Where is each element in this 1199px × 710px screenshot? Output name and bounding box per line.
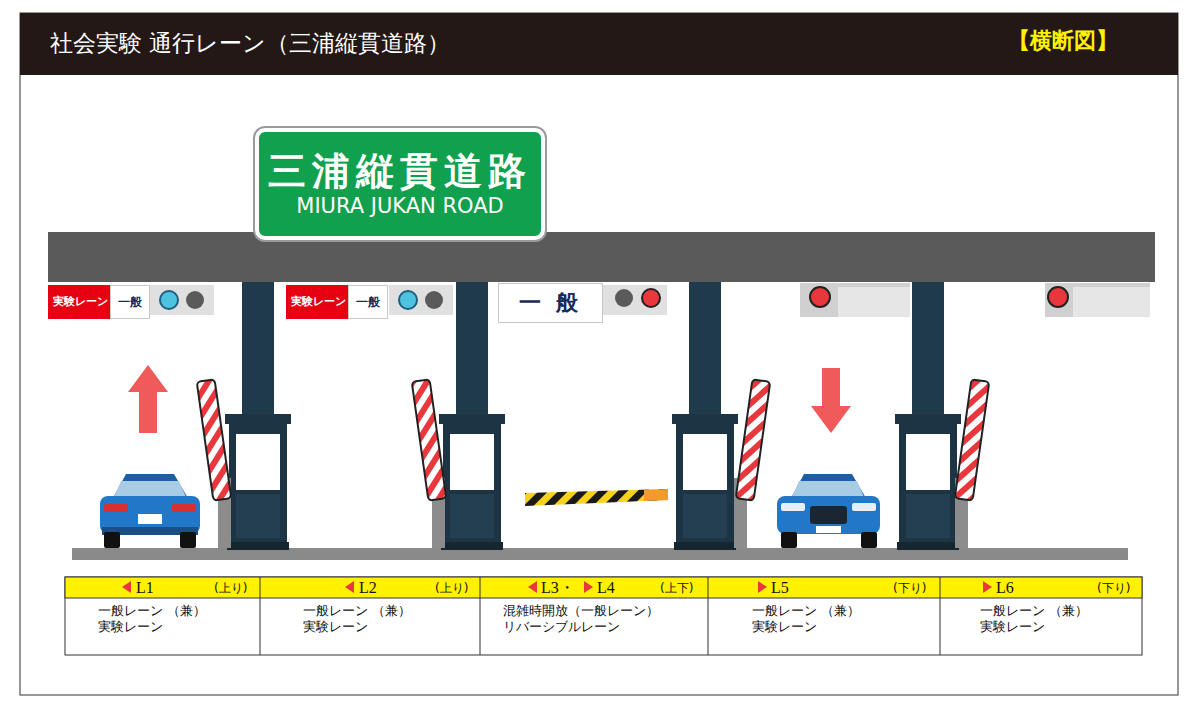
gate-bar <box>525 489 668 506</box>
lane-direction: (上り) <box>435 581 468 596</box>
toll-booths <box>225 414 961 550</box>
general-lane-board: 一般 <box>110 285 150 319</box>
lane-number: L6 <box>996 578 1014 598</box>
lane-description: 混雑時開放（一般レーン） リバーシブルレーン <box>503 603 667 636</box>
lane-table <box>65 577 1142 655</box>
node-label: 実験レーン <box>291 295 346 308</box>
title-bar <box>20 13 1178 75</box>
lane-direction: (上下) <box>660 581 693 596</box>
lane-number: L3・ <box>541 578 575 598</box>
node-label: 実験レーン <box>53 295 108 308</box>
canopy-beam <box>48 232 1155 282</box>
lane-number: L2 <box>359 578 377 598</box>
lane-description: 一般レーン （兼）実験レーン <box>980 603 1092 636</box>
lane-direction: (上り) <box>214 581 247 596</box>
lane-direction: (下り) <box>893 581 926 596</box>
experiment-lane-board: 実験レーン <box>48 285 113 319</box>
frame <box>20 13 1178 695</box>
car-front <box>777 474 880 548</box>
page-title: 社会実験 通行レーン（三浦縦貫道路） <box>50 28 450 59</box>
general-lane-board: 一般 <box>348 285 388 319</box>
car-rear <box>100 474 200 548</box>
node-label: 一 般 <box>519 290 583 316</box>
node-sublabel: MIURA JUKAN ROAD <box>296 194 503 219</box>
barriers <box>197 379 990 548</box>
node-label: 一般 <box>118 295 142 309</box>
node-label: 三浦縦貫道路 <box>268 149 532 195</box>
lane-direction: (下り) <box>1097 581 1130 596</box>
road-sign: 三浦縦貫道路MIURA JUKAN ROAD <box>255 128 545 240</box>
lane-number: L4 <box>597 578 615 598</box>
lane-description: 一般レーン （兼）実験レーン <box>98 603 210 636</box>
lane-description: 一般レーン （兼）実験レーン <box>303 603 415 636</box>
down-arrow <box>811 368 851 433</box>
node-label: 一般 <box>356 295 380 309</box>
diagram-type: 【横断図】 <box>1008 27 1118 55</box>
experiment-lane-board: 実験レーン <box>286 285 351 319</box>
lane-description: 一般レーン （兼）実験レーン <box>752 603 864 636</box>
general-lane-board: 一 般 <box>498 283 603 323</box>
up-arrow <box>128 365 168 433</box>
lane-number: L1 <box>136 578 154 598</box>
lane-number: L5 <box>771 578 789 598</box>
